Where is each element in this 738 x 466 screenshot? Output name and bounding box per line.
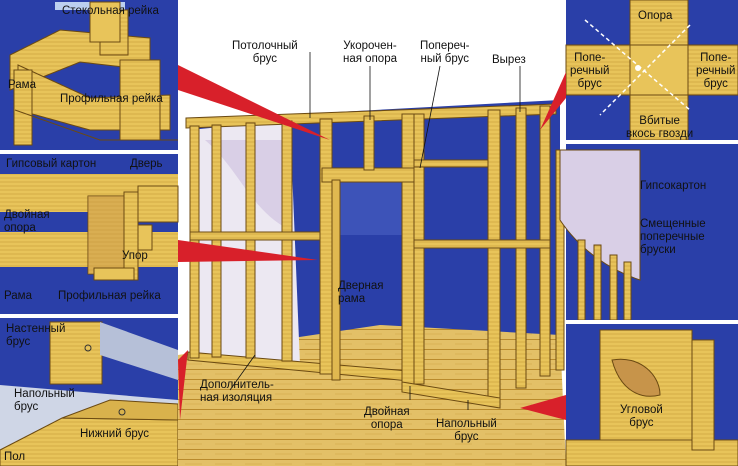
label-floor-beam-bottom: Напольный брус (436, 418, 497, 443)
label-ceiling-beam: Потолочный брус (232, 40, 298, 65)
pointer-mid-left (178, 240, 318, 262)
label-corner-beam: Угловой брус (620, 404, 663, 429)
wall-framing (178, 100, 566, 466)
offset-crossbars-detail (559, 144, 738, 321)
label-double-post-bottom: Двойная опора (364, 406, 410, 431)
label-floor-beam-left: Напольный брус (14, 388, 75, 413)
label-profile-strip-top: Профильная рейка (60, 93, 163, 105)
pointer-top-left (178, 65, 330, 140)
corner-beam-detail (565, 324, 738, 466)
label-post-right: Опора (638, 10, 673, 22)
pointer-top-right (540, 72, 566, 130)
label-frame-mid: Рама (4, 290, 32, 302)
label-bottom-beam: Нижний брус (80, 428, 150, 440)
floor-beams-detail (0, 318, 179, 466)
label-cross-left: Попе- речный брус (570, 52, 610, 90)
label-offset-crossbars: Смещенные поперечные бруски (640, 218, 706, 256)
label-extra-insulation: Дополнитель- ная изоляция (200, 379, 274, 404)
label-wall-beam: Настенный брус (6, 323, 66, 348)
leader-lines (229, 52, 521, 410)
label-cross-right: Попе- речный брус (696, 52, 736, 90)
pointer-bottom-left (178, 350, 188, 420)
label-cross-beam-top: Попереч- ный брус (420, 40, 470, 65)
nailing-detail (565, 0, 738, 141)
label-door-frame: Дверная рама (338, 280, 384, 305)
label-door: Дверь (130, 158, 163, 170)
door-frame-detail (0, 154, 179, 314)
window-frame-detail (0, 0, 178, 150)
label-stop: Упор (122, 250, 148, 262)
label-drywall-right: Гипсокартон (640, 180, 707, 192)
label-glass-strip: Стекольная рейка (62, 5, 159, 17)
label-floor: Пол (4, 451, 26, 463)
label-drywall-left: Гипсовый картон (6, 158, 97, 170)
label-nails: Вбитые вкось гвозди (626, 115, 694, 140)
pointer-bottom-right (520, 395, 566, 420)
label-profile-strip-mid: Профильная рейка (58, 290, 161, 302)
label-double-post-left: Двойная опора (4, 209, 50, 234)
label-short-post: Укорочен- ная опора (343, 40, 397, 65)
label-frame-top: Рама (8, 79, 36, 91)
label-cutout: Вырез (492, 54, 526, 66)
